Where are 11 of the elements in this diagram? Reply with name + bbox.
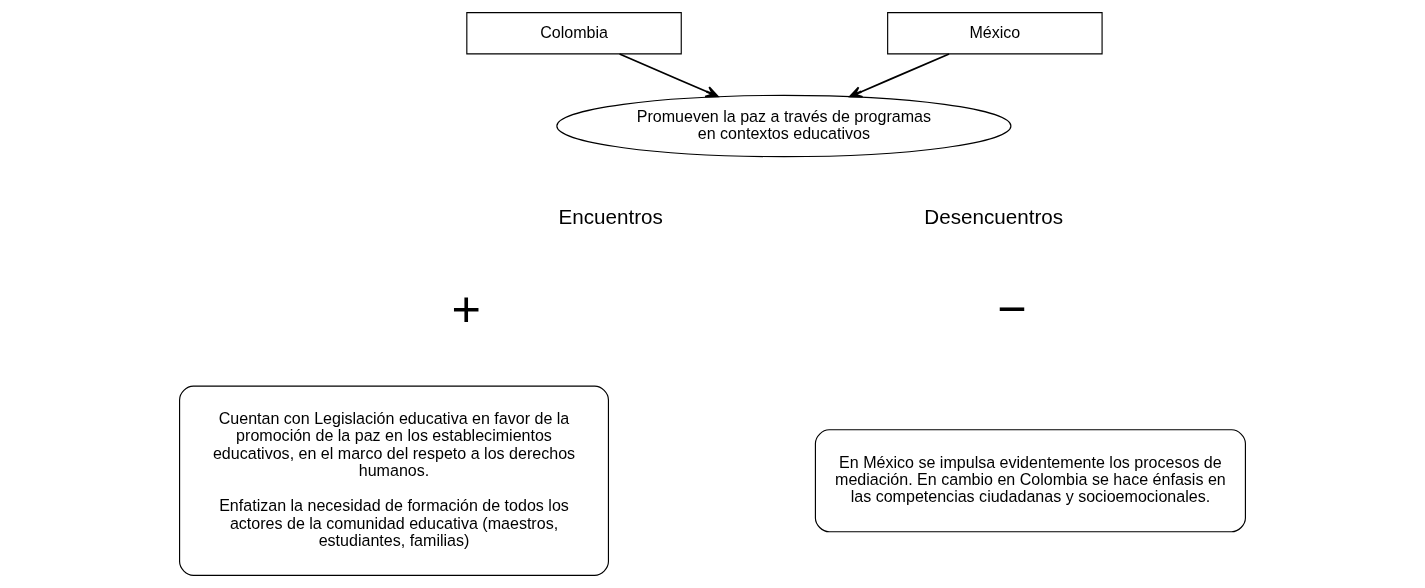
arrow (849, 53, 950, 98)
node-box: Colombia (466, 12, 682, 55)
label: Encuentros (558, 204, 663, 228)
label: Desencuentros (924, 204, 1064, 228)
node-ellipse: Promueven la paz a través de programas en contextos educativos (556, 94, 1012, 158)
label: + (451, 279, 481, 337)
node-box: En México se impulsa evidentemente los procesos de mediación. En cambio en Colombia se hace énfasis en las competencias ciudadanas y socioemocionales. (814, 429, 1246, 533)
node-box: México (887, 12, 1103, 55)
label: − (997, 279, 1027, 337)
arrow (618, 53, 719, 98)
node-box: Cuentan con Legislación educativa en favor de la promoción de la paz en los establecimientos educativos, en el marco del respeto a los derechos humanos. Enfatizan la necesidad de formación de todos los actores de la comunidad educativa (maestros, estudiantes, familias) (179, 385, 609, 576)
